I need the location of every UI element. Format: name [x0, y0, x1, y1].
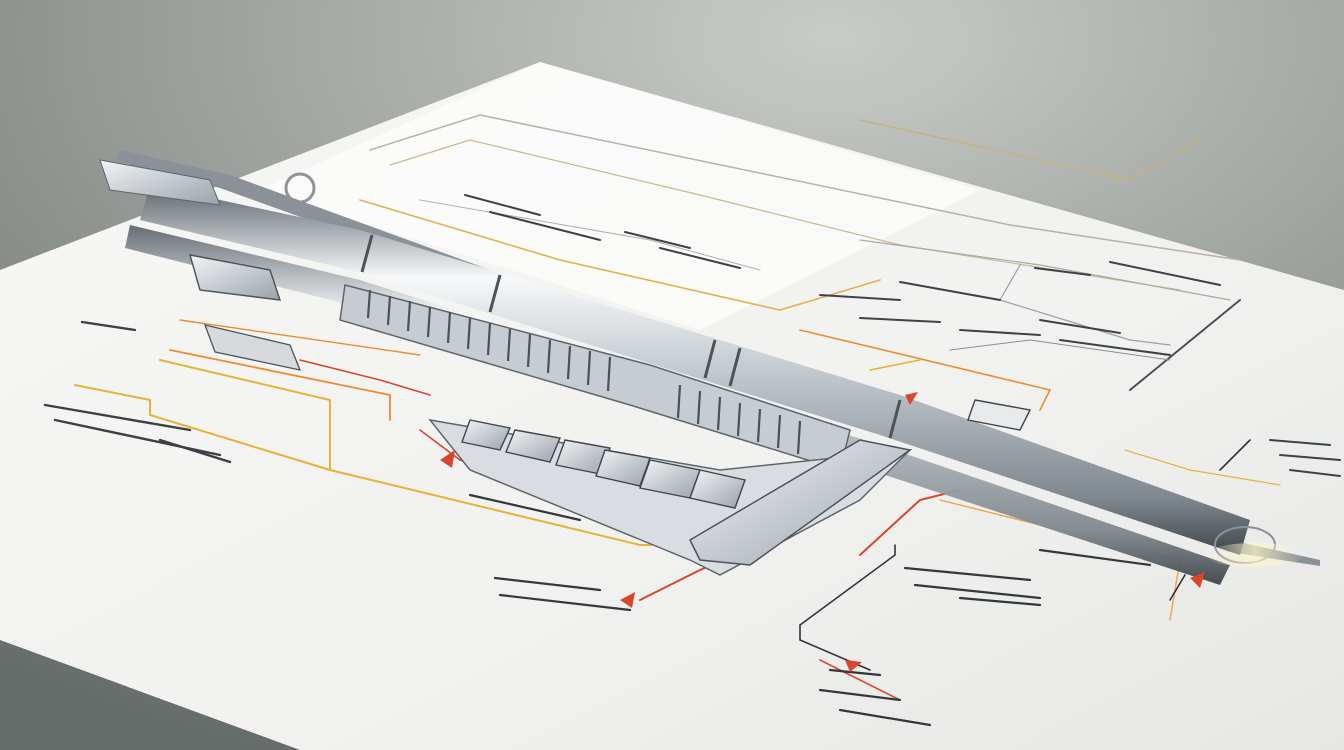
annotation-marks-left — [43, 320, 232, 464]
right-box — [967, 399, 1032, 431]
light-glow — [1205, 543, 1305, 567]
left-terminal-block — [203, 324, 302, 371]
annotation-marks-upper — [464, 194, 1341, 477]
tube-rings — [360, 234, 902, 439]
red-arrow-accents — [440, 392, 1205, 672]
main-tube — [140, 185, 1250, 555]
module-blocks — [461, 419, 746, 509]
left-end-cap — [99, 159, 221, 206]
support-plate — [689, 439, 912, 566]
leader-lines — [799, 439, 1251, 671]
left-ring — [284, 172, 316, 204]
cooling-fins — [366, 289, 802, 455]
machine-assembly — [99, 150, 1320, 585]
paper-highlight — [260, 62, 980, 330]
left-connector — [189, 254, 282, 301]
annotation-marks-lower — [468, 493, 1152, 727]
